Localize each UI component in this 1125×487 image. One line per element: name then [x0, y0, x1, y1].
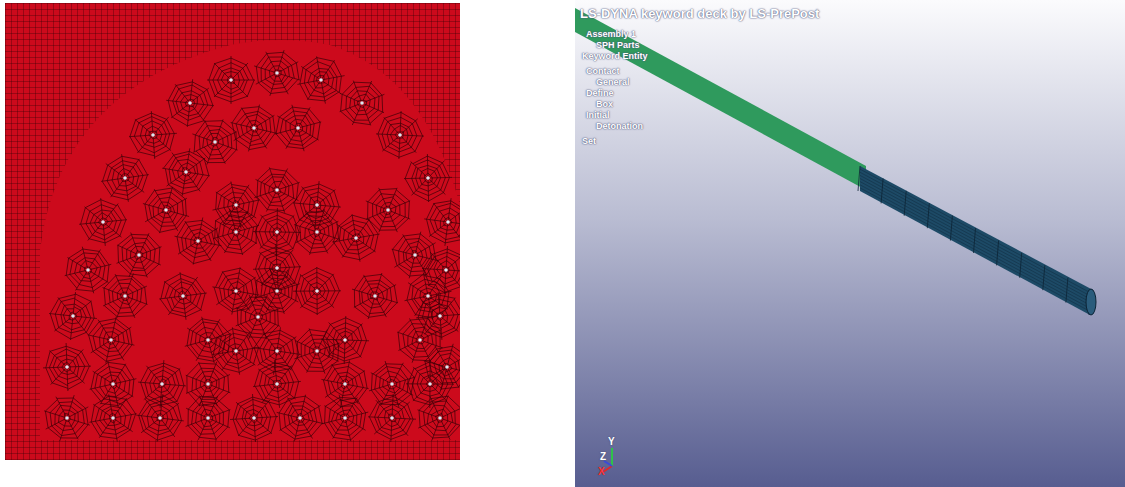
tree-item: Initial: [586, 110, 610, 120]
tree-item: Keyword Entity: [582, 51, 648, 61]
viewport-title: LS-DYNA keyword deck by LS-PrePost: [580, 6, 819, 21]
tree-item: Assembly 1: [586, 29, 636, 39]
axis-label: Y: [608, 436, 615, 447]
cylinder-mesh-lines: [858, 166, 1091, 315]
green-bar: [575, 8, 866, 190]
cylinder-end: [1086, 289, 1096, 315]
refined-mesh: [40, 40, 460, 442]
tree-item: General: [596, 77, 630, 87]
tree-item: Define: [586, 88, 614, 98]
tree-item: Set: [582, 136, 596, 146]
meshed-cylinder: [860, 166, 1093, 315]
viewport-ground: [575, 0, 1125, 487]
axis-label: X: [598, 466, 605, 477]
detonation-points: [65, 71, 450, 420]
tree-item: SPH Parts: [596, 40, 640, 50]
tree-item: Contact: [586, 66, 620, 76]
tree-item: Detonation: [596, 121, 643, 131]
tree-item: Box: [596, 99, 613, 109]
axis-label: Z: [600, 451, 606, 462]
